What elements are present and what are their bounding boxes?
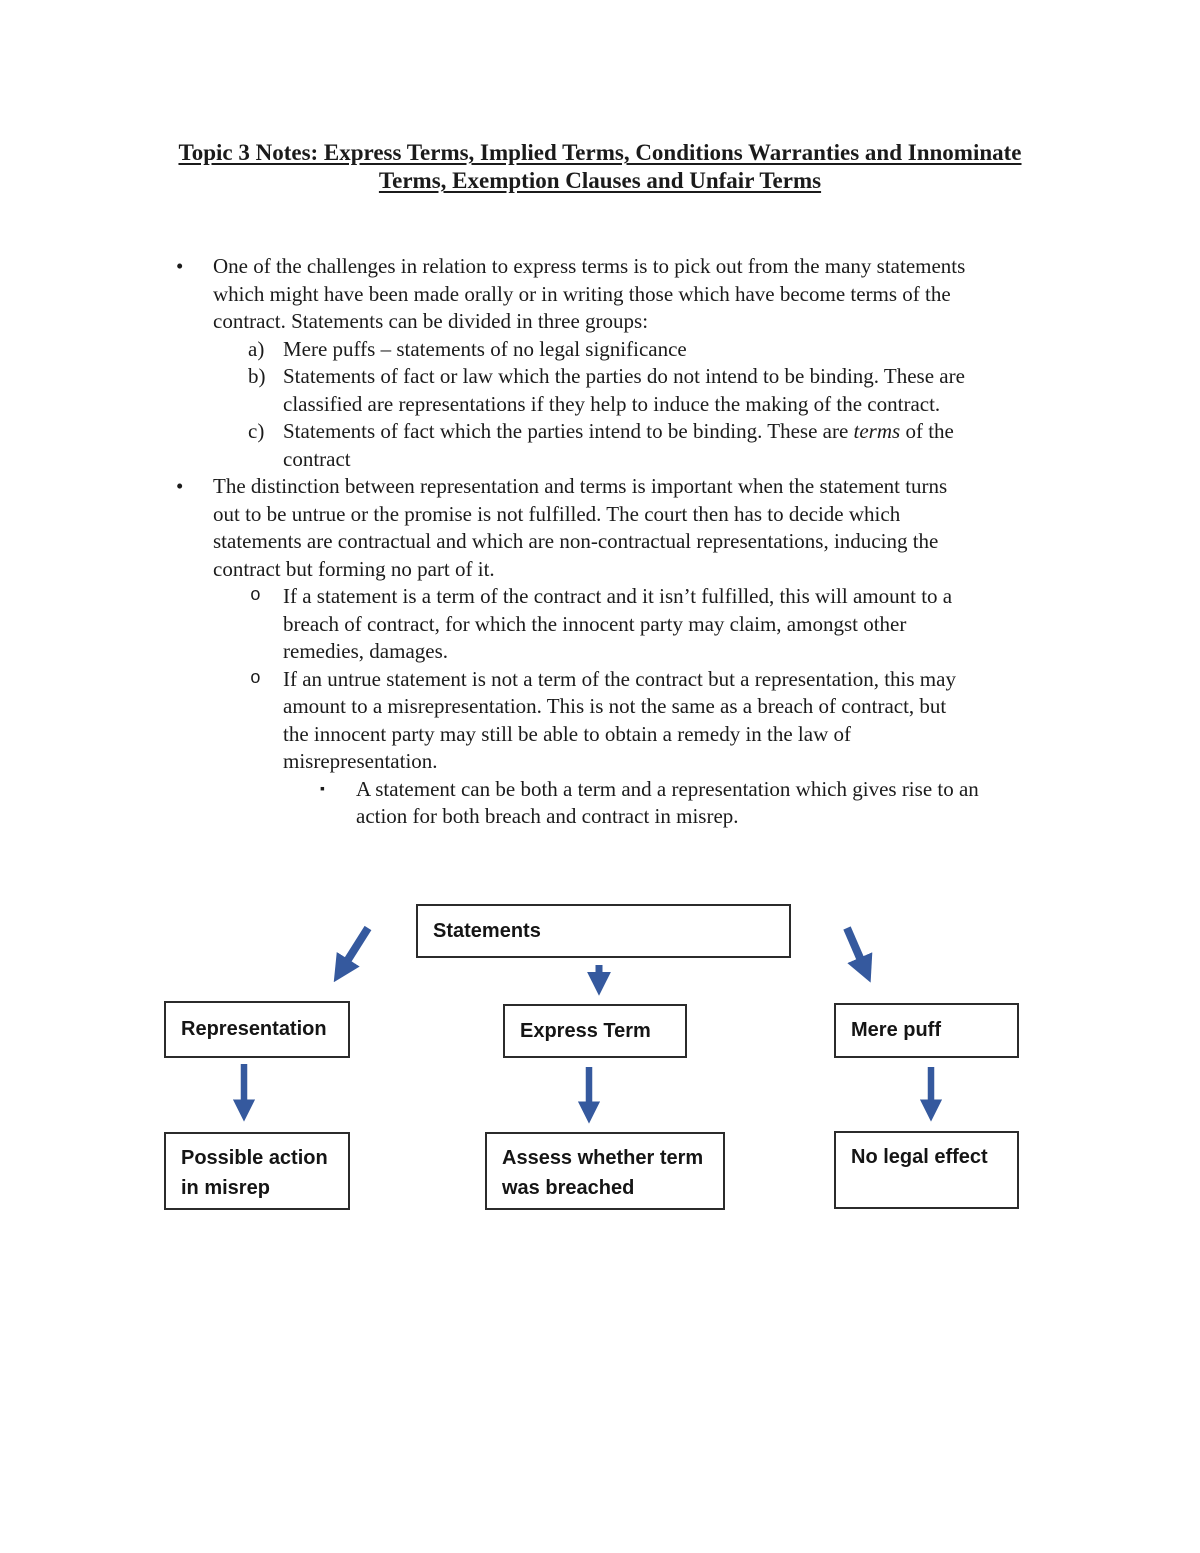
list-marker: a) — [248, 336, 265, 361]
lettered-item-a: a) Mere puffs – statements of no legal s… — [248, 336, 1090, 364]
flowchart-box-representation: Representation — [164, 1001, 350, 1058]
flowchart-box-no-legal-effect: No legal effect — [834, 1131, 1019, 1209]
flowchart-box-possible-action: Possible action in misrep — [164, 1132, 350, 1210]
notes-body: • One of the challenges in relation to e… — [170, 253, 1090, 831]
sub-sub-bullet-item: ▪ A statement can be both a term and a r… — [318, 776, 1090, 831]
lettered-item-c: c) Statements of fact which the parties … — [248, 418, 1090, 473]
lettered-item-b: b) Statements of fact or law which the p… — [248, 363, 1090, 418]
sub-bullet-item: o If an untrue statement is not a term o… — [249, 666, 1090, 776]
text-segment: of the contract — [283, 419, 954, 471]
flowchart-box-express-term: Express Term — [503, 1004, 687, 1058]
flowchart-box-statements: Statements — [416, 904, 791, 958]
bullet-marker: • — [176, 254, 184, 278]
bullet-marker: • — [176, 474, 184, 498]
bullet-item: • One of the challenges in relation to e… — [170, 253, 1090, 336]
list-item-text: Mere puffs – statements of no legal sign… — [283, 336, 687, 361]
sub-bullet-text: If a statement is a term of the contract… — [283, 584, 953, 663]
list-item-text: Statements of fact or law which the part… — [283, 364, 965, 416]
text-segment: Statements of fact which the parties int… — [283, 419, 854, 443]
square-bullet-marker: ▪ — [320, 781, 325, 797]
sub-sub-bullet-text: A statement can be both a term and a rep… — [356, 776, 979, 829]
page-title: Topic 3 Notes: Express Terms, Implied Te… — [178, 140, 1022, 193]
sub-bullet-marker: o — [250, 668, 261, 689]
sub-bullet-marker: o — [250, 586, 261, 606]
sub-bullet-item: o If a statement is a term of the contra… — [249, 583, 1090, 666]
bullet-text: One of the challenges in relation to exp… — [213, 254, 966, 333]
sub-bullet-text: If an untrue statement is not a term of … — [283, 666, 956, 774]
bullet-text: The distinction between representation a… — [213, 474, 948, 581]
flowchart-box-assess-breach: Assess whether term was breached — [485, 1132, 725, 1210]
italic-term: terms — [853, 419, 901, 443]
bullet-item: • The distinction between representation… — [170, 473, 1090, 583]
flowchart-box-mere-puff: Mere puff — [834, 1003, 1019, 1058]
list-marker: b) — [248, 364, 266, 388]
arrow-statements-to-representation-icon — [333, 925, 372, 983]
flowchart-arrows — [232, 925, 943, 1124]
arrow-statements-to-mere-puff-icon — [843, 926, 873, 983]
list-marker: c) — [248, 419, 265, 443]
list-item-text: Statements of fact which the parties int… — [283, 418, 954, 473]
